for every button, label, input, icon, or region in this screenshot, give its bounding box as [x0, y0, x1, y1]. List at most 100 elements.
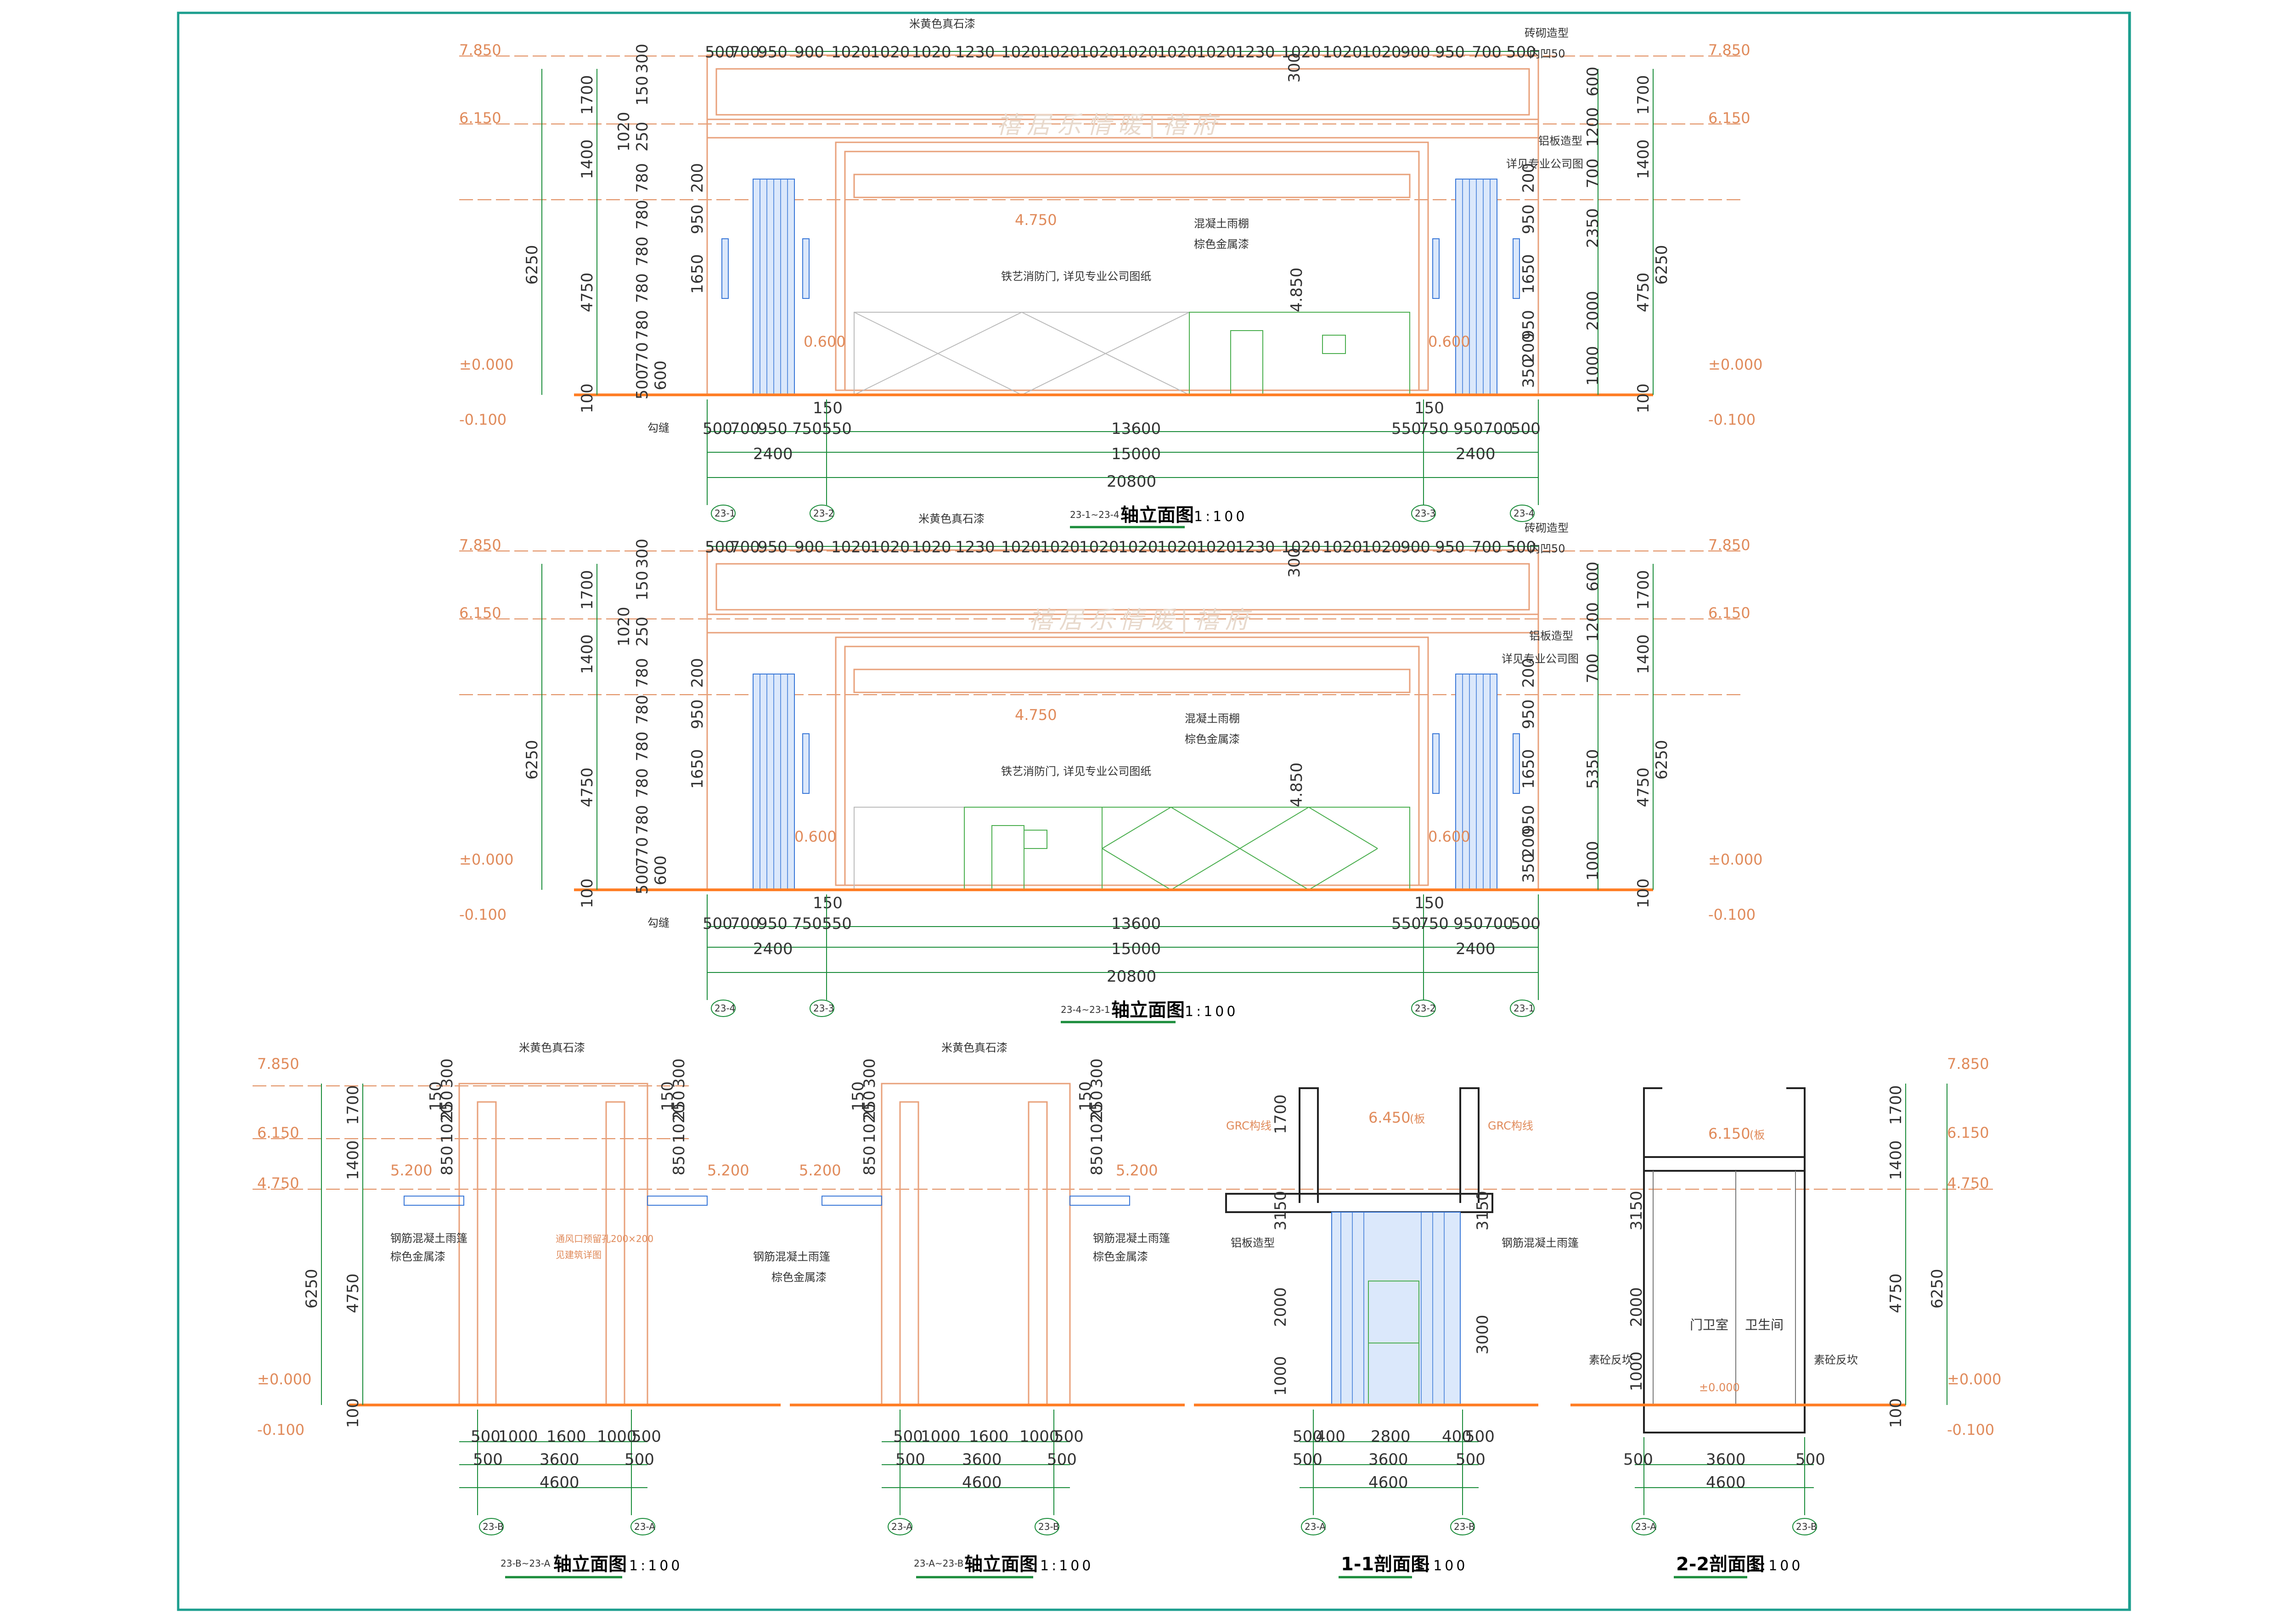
b-bot2-0: 2400 — [753, 940, 793, 958]
b-top-dim-18: 900 — [1401, 538, 1430, 556]
mid-right-4: 200 — [1519, 333, 1538, 363]
sec1-lv: 6.450 — [1368, 1109, 1411, 1126]
inner-left-8: 780 — [633, 310, 652, 340]
right-h-4750: 4750 — [1634, 272, 1653, 312]
note-recess: 内凹50 — [1529, 47, 1565, 60]
bot1-1: 700 — [730, 420, 760, 438]
sec1-h-0: 1700 — [1272, 1094, 1290, 1134]
note-stone: 米黄色真石漆 — [909, 17, 975, 30]
title-b-prefix: 23-4~23-1 — [1061, 1004, 1110, 1015]
top-dim-20: 700 — [1472, 43, 1502, 62]
b-bot1-1: 700 — [730, 915, 760, 933]
sec2-level-4750: 4.750 — [1947, 1174, 1989, 1192]
mid-4850: 4.850 — [1288, 268, 1306, 312]
mid-right-5: 350 — [1519, 358, 1538, 388]
left-h-1400: 1400 — [578, 139, 597, 179]
b-inner-right-3: 700 — [1584, 653, 1602, 683]
side1-lv-5200-r: 5.200 — [707, 1162, 749, 1179]
inner-right-2: 1200 — [1584, 107, 1602, 147]
b-level-0600-left: 0.600 — [794, 828, 837, 845]
sec2-in-2: 1000 — [1627, 1351, 1646, 1391]
b-top-dim-19: 950 — [1435, 538, 1465, 556]
sec1-rh-0: 3150 — [1474, 1191, 1492, 1231]
top-dim-9: 1020 — [1040, 43, 1080, 62]
side1-d2-0: 500 — [473, 1450, 503, 1469]
b-right-h-6250: 6250 — [1653, 740, 1671, 780]
axis-a-4: 23-4 — [1514, 508, 1534, 519]
b-top-dim-3: 900 — [794, 538, 824, 556]
note-joint: 勾缝 — [647, 421, 670, 434]
b-inner-left-4: 780 — [633, 658, 652, 688]
side2-d1-4: 500 — [1054, 1427, 1084, 1446]
bot1-4: 550 — [822, 420, 852, 438]
sheet-frame — [177, 11, 2131, 1611]
b-top-dim-15: 1020 — [1281, 538, 1321, 556]
b-left-h-1400: 1400 — [578, 634, 597, 674]
side2-in-0: 300 — [861, 1058, 879, 1088]
side2-r-in-0: 300 — [1088, 1058, 1106, 1088]
side1-note-vent: 通风口预留孔200×200 — [556, 1233, 653, 1244]
sec1-d2-1: 3600 — [1368, 1450, 1408, 1469]
b-note-recess: 内凹50 — [1529, 542, 1565, 555]
b-left-h-6250: 6250 — [523, 740, 541, 780]
bot1-2: 950 — [758, 420, 788, 438]
sec2-axis-0: 23-A — [1635, 1521, 1656, 1532]
elevation-23-1-to-23-4: 禧居乐情暖|禧府 500 700 950 900 1020 1020 1020 … — [459, 17, 1762, 528]
b-top-dim-14: 1230 — [1235, 538, 1275, 556]
title-a: 轴立面图 — [1120, 505, 1194, 526]
b-level-left-7850: 7.850 — [459, 536, 501, 554]
side2-r-in-1: 150 — [1076, 1081, 1095, 1111]
sec2-h-1400: 1400 — [1887, 1140, 1905, 1180]
b-level-left-0000: ±0.000 — [459, 851, 513, 868]
level-right-6150: 6.150 — [1708, 109, 1750, 127]
side1-axis-0: 23-B — [483, 1521, 504, 1532]
sec2-scale: 1:100 — [1750, 1558, 1803, 1574]
b-top-dim-2: 950 — [758, 538, 788, 556]
level-0600-left: 0.600 — [804, 333, 846, 350]
sec1-h-3: 1000 — [1272, 1356, 1290, 1396]
top-dim-0: 500 — [705, 43, 735, 62]
b-mid-right-2: 1650 — [1519, 749, 1538, 789]
side1-note-canopy2-r: 棕色金属漆 — [771, 1271, 827, 1284]
sec2-total: 4600 — [1706, 1473, 1746, 1492]
top-dim-7: 1230 — [955, 43, 995, 62]
sec2-d2-1: 3600 — [1706, 1450, 1746, 1469]
side2-in-2: 1020 — [861, 1103, 879, 1143]
side-elevation-23-A-to-23-B: 5.200 5.200 300 150 1020 250 850 300 150… — [790, 1041, 1185, 1579]
side2-lv-5200-r: 5.200 — [1116, 1162, 1158, 1179]
sec1-h-1: 3150 — [1272, 1191, 1290, 1231]
side2-d2-2: 500 — [1047, 1450, 1077, 1469]
mid-right-1: 950 — [1519, 204, 1538, 234]
b-note-joint: 勾缝 — [647, 916, 670, 929]
side2-d1-1: 1000 — [921, 1427, 961, 1446]
sec1-note-canopy: 钢筋混凝土雨篷 — [1502, 1236, 1579, 1249]
note-gate: 铁艺消防门, 详见专业公司图纸 — [1001, 270, 1151, 283]
inner-left-5: 780 — [633, 200, 652, 230]
b-top-dim-21: 500 — [1506, 538, 1536, 556]
inner-right-3: 700 — [1584, 158, 1602, 188]
sec2-d2-0: 500 — [1623, 1450, 1653, 1469]
axis-b-2: 23-3 — [813, 1003, 834, 1014]
sec2-room2: 卫生间 — [1745, 1317, 1784, 1332]
top-dim-18: 900 — [1401, 43, 1430, 62]
scale-b: 1:100 — [1185, 1004, 1238, 1020]
sec1-d1-2: 2800 — [1371, 1427, 1411, 1446]
side1-in-3: 250 — [438, 1090, 456, 1120]
inner-left-4: 780 — [633, 163, 652, 193]
dim-150-left: 150 — [813, 399, 843, 417]
b-inner-left-11: 600 — [652, 855, 670, 885]
bot1-9: 700 — [1483, 420, 1513, 438]
note-alu: 铝板造型 — [1538, 135, 1582, 147]
b-left-h-100: 100 — [578, 878, 597, 908]
side1-h-1400: 1400 — [344, 1140, 362, 1180]
top-dim-10: 1020 — [1079, 43, 1119, 62]
b-inner-left-3: 250 — [633, 617, 652, 646]
side1-d1-0: 500 — [471, 1427, 501, 1446]
sec1-axis-1: 23-B — [1454, 1521, 1475, 1532]
side1-title-prefix: 23-B~23-A — [501, 1558, 551, 1569]
top-dimensions: 500 700 950 900 1020 1020 1020 1230 1020… — [705, 43, 1538, 62]
bot2-0: 2400 — [753, 445, 793, 463]
axis-b-3: 23-2 — [1415, 1003, 1435, 1014]
sec2-axis-1: 23-B — [1796, 1521, 1817, 1532]
b-top-dim-9: 1020 — [1040, 538, 1080, 556]
